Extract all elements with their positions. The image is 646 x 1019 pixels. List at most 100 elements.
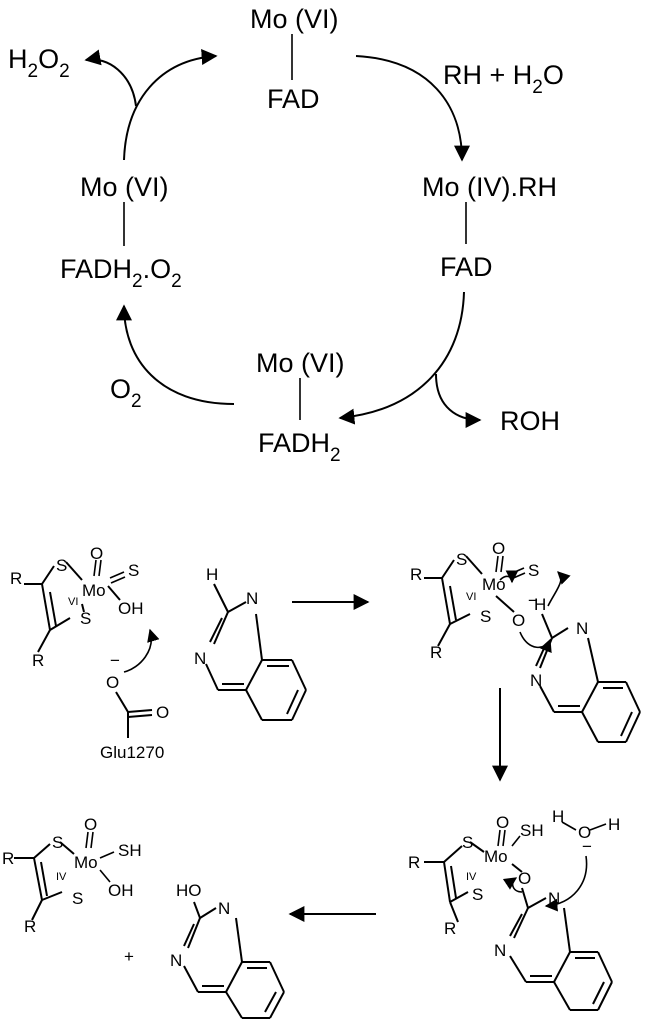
reagent-rh-water: RH + H2O [443,60,564,98]
bond [183,923,195,947]
quinazoline-1: H N N [194,565,307,721]
bond [521,887,529,909]
plus-sign: + [124,947,134,966]
state-left: Mo (VI) FADH2.O2 [60,172,182,292]
bond [255,613,263,661]
bond [286,689,299,715]
bond [291,659,307,691]
state-right: Mo (IV).RH FAD [422,172,557,282]
bond [561,821,577,831]
atom-o: O [90,544,103,563]
bond [291,689,307,721]
bond [41,565,55,585]
bond [33,843,51,859]
bond [539,637,553,669]
bond [41,583,51,631]
bond [443,861,451,903]
product-hydrogen-peroxide: H2O2 [8,44,70,82]
arrow-top-to-right [355,55,470,162]
bond [450,865,457,899]
atom-h: H [534,595,546,614]
mo-complex-3: R S Mo IV O SH S O R [408,813,544,938]
bond [441,577,451,625]
atom-o: O [518,869,531,888]
atom-r: R [410,565,422,584]
bond [110,576,126,584]
bond [441,559,455,579]
bond [59,841,75,855]
group-ho: HO [176,881,202,900]
atom-n: N [576,619,588,638]
bond [40,861,48,897]
atom-mo: Mo [82,581,106,600]
curved-arrow [544,855,588,912]
bond [99,869,111,883]
bond [245,659,263,691]
bond [541,613,553,639]
atom-n: N [194,649,206,668]
bond [495,555,499,573]
atom-r: R [10,569,22,588]
atom-o: O [106,673,119,692]
bond [65,561,83,581]
bond [449,891,469,903]
bond [98,559,102,577]
bond [193,901,201,919]
bond [502,829,506,847]
bond [511,835,521,847]
bond [245,689,263,721]
curved-arrow [499,570,519,584]
arrow-right-to-bottom [338,291,465,425]
bond [449,585,457,621]
bond [587,637,599,683]
bond [443,845,463,863]
bond [497,829,501,847]
group-oh: OH [108,881,134,900]
bond [513,907,529,939]
bond [183,965,199,993]
atom-r: R [2,849,14,868]
bond [581,681,599,713]
bond [115,691,129,713]
atom-h: H [608,815,620,834]
charge-minus: − [582,837,592,856]
atom-r: R [32,651,44,670]
atom-n: N [530,671,542,690]
quinazolinone-product: HO N N [170,881,285,1019]
atom-mo: Mo [74,853,98,872]
bond [510,572,526,580]
arrow-bottom-to-left [116,304,235,405]
group-sh: SH [520,821,544,840]
bond [592,981,605,1005]
bond [625,711,641,743]
bond [37,629,51,653]
mechanism: R S Mo VI O S OH S R O − O Glu1270 H [2,539,641,1019]
bond [205,663,219,691]
mo-complex-1: R S Mo VI O S OH S R [10,544,144,670]
bond [551,627,569,639]
curved-arrow [123,628,160,673]
bond [49,617,71,631]
product-roh: ROH [500,406,560,436]
bond [535,643,547,667]
catalytic-cycle: Mo (VI) FAD Mo (IV).RH FAD Mo (VI) FADH2… [8,4,564,466]
oxidation-state: IV [466,871,477,883]
bond [127,714,153,718]
bond [90,831,94,849]
state-bottom-cofactor: FADH2 [258,428,341,466]
bond [500,555,504,573]
bond [597,951,613,983]
bond [563,907,571,953]
bond [511,863,523,873]
quinazoline-2: N N [530,619,641,743]
bond [213,611,229,645]
atom-r: R [408,853,420,872]
bond [539,685,555,713]
residue-label: Glu1270 [100,743,164,762]
bond [465,555,483,575]
atom-mo: Mo [482,575,506,594]
mo-complex-4: R S Mo IV O SH OH S R [2,815,142,936]
state-top-metal: Mo (VI) [250,4,339,34]
atom-h: H [206,565,218,584]
bond [31,899,43,921]
